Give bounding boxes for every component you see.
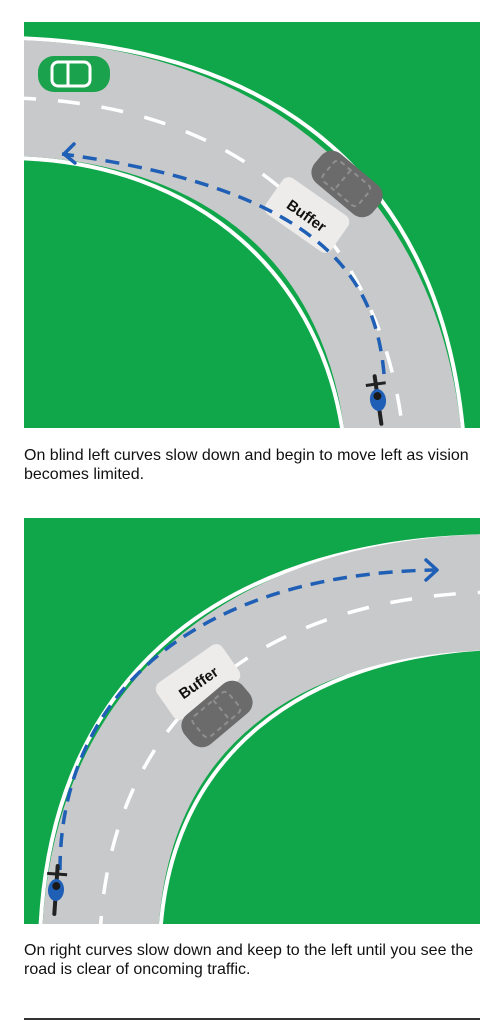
grey-car-icon [181,680,253,748]
outer-edge-line [24,36,465,428]
inner-edge-line [159,646,480,924]
motorcycle-icon [365,374,387,426]
right-curve-diagram: Buffer [24,518,480,924]
green-car-icon [38,56,110,92]
arrow-head-icon [62,142,77,165]
right-curve-scene: Buffer [24,518,480,924]
motorcycle-icon [47,864,68,916]
arrow-head-icon [424,558,439,582]
grey-car-icon [311,150,383,218]
right-curve-caption: On right curves slow down and keep to th… [24,942,474,978]
left-curve-scene: Buffer [24,22,480,428]
centre-line [99,590,480,924]
buffer-zone: Buffer [264,177,350,253]
left-curve-caption: On blind left curves slow down and begin… [24,447,469,483]
rider-path [58,568,435,871]
inner-edge-line [24,156,344,428]
centre-line [24,96,405,428]
left-curve-diagram: Buffer [24,22,480,428]
rider-path [61,152,386,375]
bottom-divider [24,1018,480,1020]
